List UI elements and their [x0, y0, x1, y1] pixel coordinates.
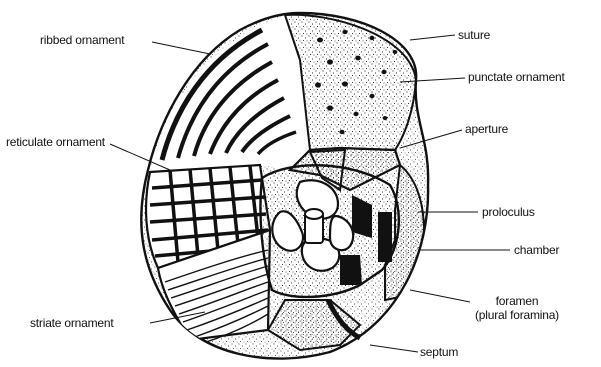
proloculus-shape: [305, 209, 323, 243]
leader-ribbed: [152, 42, 210, 54]
leader-suture: [410, 35, 455, 40]
label-aperture: aperture: [465, 122, 508, 136]
label-foramen-line2: (plural foramina): [475, 308, 559, 322]
label-reticulate-ornament: reticulate ornament: [6, 135, 105, 149]
label-striate-ornament: striate ornament: [30, 316, 114, 330]
label-punctate-ornament: punctate ornament: [468, 70, 565, 84]
leader-foramen: [410, 290, 470, 302]
label-chamber: chamber: [514, 243, 559, 257]
label-suture: suture: [458, 28, 490, 42]
label-foramen: foramen (plural foramina): [475, 294, 559, 322]
label-proloculus: proloculus: [482, 205, 535, 219]
leader-septum: [370, 345, 418, 352]
label-septum: septum: [420, 345, 458, 359]
label-foramen-line1: foramen: [475, 294, 559, 308]
label-ribbed-ornament: ribbed ornament: [40, 33, 124, 47]
